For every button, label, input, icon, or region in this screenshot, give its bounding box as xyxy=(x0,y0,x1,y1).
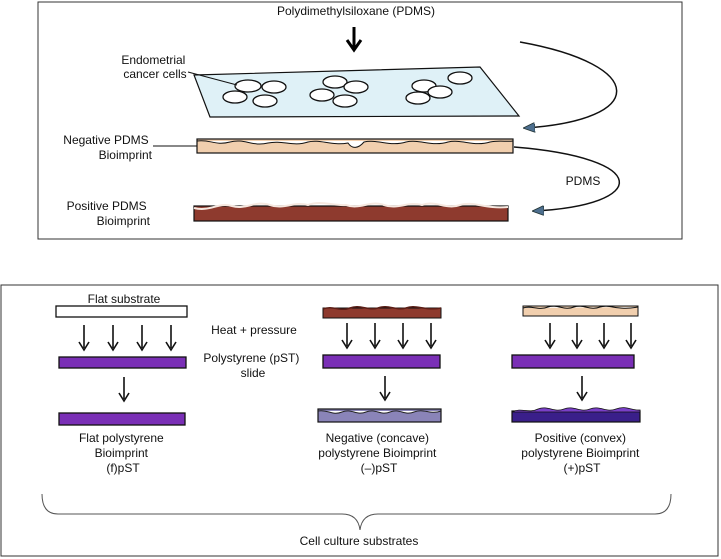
column-flat: Flat substrate Flat polystyrene Bioimpri… xyxy=(55,292,188,475)
substrates-bracket xyxy=(41,493,672,531)
col2-press-arrows xyxy=(341,323,437,350)
column-negative: Negative (concave) polystyrene Bioimprin… xyxy=(317,305,442,475)
curved-arrow-to-positive xyxy=(513,146,620,211)
col1-press-arrows xyxy=(78,325,177,352)
top-panel-frame xyxy=(37,1,683,240)
pdms-side-label: PDMS xyxy=(566,174,601,188)
positive-pst-bioimprint xyxy=(511,410,641,423)
pdms-down-arrow xyxy=(345,27,363,53)
positive-pdms-stamp xyxy=(322,307,442,319)
flat-pst-caption: Flat polystyrene Bioimprint (f)pST xyxy=(79,431,167,475)
cells-label: Endometrial cancer cells xyxy=(121,53,188,81)
bottom-panel-frame xyxy=(0,284,719,557)
positive-pdms-label: Positive PDMS Bioimprint xyxy=(67,199,151,228)
flat-substrate-label: Flat substrate xyxy=(88,292,161,306)
negative-pdms-label: Negative PDMS Bioimprint xyxy=(63,133,152,162)
pst-slide-col1 xyxy=(58,356,187,369)
cancer-cells xyxy=(222,71,473,108)
pst-slide-col3 xyxy=(511,354,635,369)
cells-leader-line xyxy=(187,71,238,86)
negative-pdms-surface xyxy=(196,140,514,148)
flat-substrate xyxy=(55,305,188,318)
curved-arrow-to-negative xyxy=(519,41,618,128)
col1-down-arrow xyxy=(118,377,130,403)
col2-down-arrow xyxy=(379,376,391,402)
glass-slide-with-cells xyxy=(193,66,521,118)
positive-pdms-surface xyxy=(193,202,509,210)
col3-press-arrows xyxy=(544,323,637,350)
flat-pst-bioimprint xyxy=(58,412,186,426)
footer-label: Cell culture substrates xyxy=(300,534,419,548)
pst-slide-label: Polystyrene (pST) slide xyxy=(203,351,302,380)
negative-pst-caption: Negative (concave) polystyrene Bioimprin… xyxy=(318,431,439,475)
column-positive: Positive (convex) polystyrene Bioimprint… xyxy=(511,305,642,475)
col3-down-arrow xyxy=(576,376,588,402)
pdms-title: Polydimethylsiloxane (PDMS) xyxy=(277,4,435,18)
positive-pst-caption: Positive (convex) polystyrene Bioimprint… xyxy=(521,431,642,475)
heat-pressure-label: Heat + pressure xyxy=(211,323,297,337)
pst-slide-col2 xyxy=(322,354,441,369)
positive-pdms-bioimprint xyxy=(193,205,509,222)
